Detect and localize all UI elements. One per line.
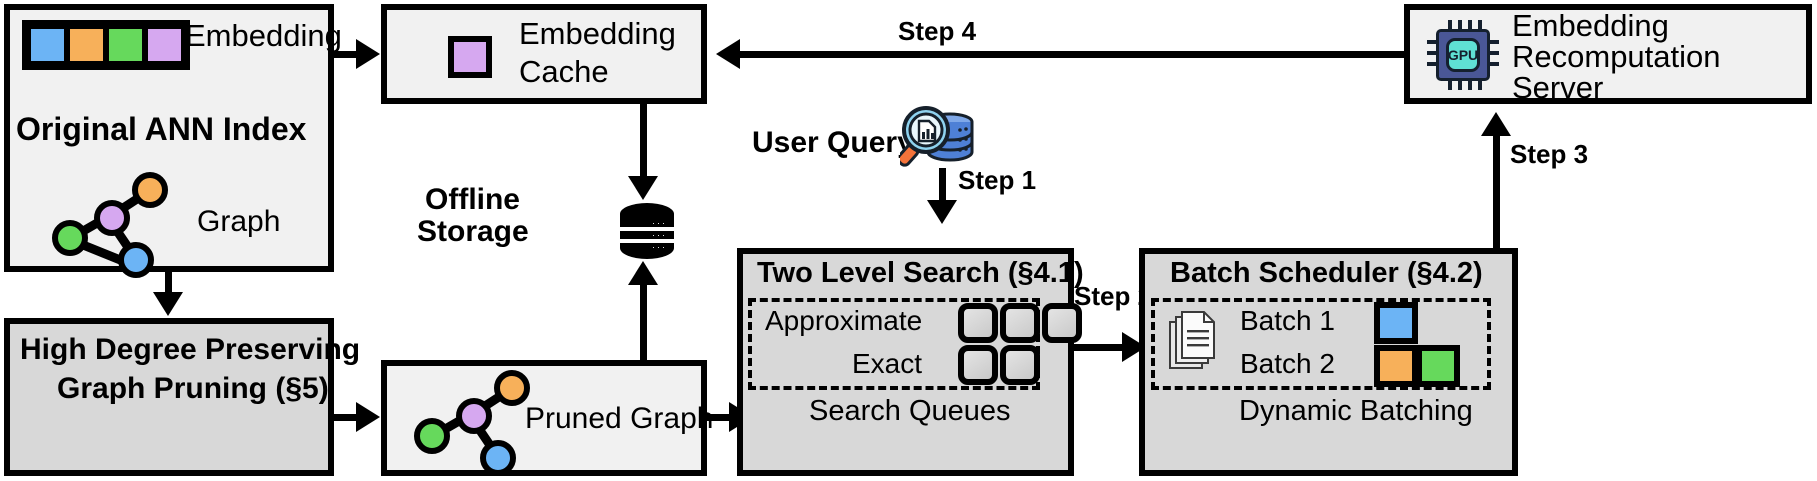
db-ring: [620, 227, 674, 231]
db-ring: [620, 239, 674, 243]
dynamic-batching-group: [1151, 298, 1491, 390]
approximate-queue-slot[interactable]: [1000, 303, 1040, 343]
connector-cache-to-storage: [640, 104, 647, 186]
db-dots: ···: [652, 230, 667, 240]
arrowhead-step1: [927, 200, 957, 224]
embedding-cache-title-line2: Cache: [519, 54, 609, 89]
recomputation-server-line2: Recomputation: [1512, 39, 1721, 74]
gpu-pin: [1478, 79, 1482, 90]
arrowhead-step4: [716, 39, 740, 69]
embedding-swatch-blue: [28, 26, 67, 64]
approximate-queue-slot[interactable]: [1042, 303, 1082, 343]
step3-label: Step 3: [1510, 139, 1589, 169]
embedding-cache-swatch: [448, 36, 492, 78]
arrowhead-index-to-pruning: [153, 292, 183, 316]
gpu-core-label: GPU: [1446, 38, 1480, 72]
batch-2-label: Batch 2: [1240, 348, 1335, 379]
graph-node-blue: [118, 242, 154, 278]
embedding-cache-box: [381, 4, 707, 104]
original-ann-index-title: Original ANN Index: [16, 111, 307, 147]
search-queues-group: [748, 298, 1040, 390]
dynamic-batching-caption: Dynamic Batching: [1239, 395, 1473, 427]
pruned-graph-label: Pruned Graph: [525, 402, 714, 435]
user-query-label: User Query: [752, 126, 914, 159]
query-icon-svg: [896, 106, 974, 167]
offline-storage-line2: Storage: [417, 215, 529, 248]
offline-storage-line1: Offline: [425, 183, 520, 216]
connector-prunedgraph-to-search: [707, 414, 737, 421]
gpu-pin: [1458, 79, 1462, 90]
connector-step1: [939, 168, 946, 210]
connector-pruning-to-prunedgraph: [334, 414, 364, 421]
gpu-pin: [1427, 51, 1438, 55]
recomputation-server-line3: Server: [1512, 70, 1604, 105]
graph-pruning-box: [4, 318, 334, 476]
connector-step2: [1074, 344, 1130, 351]
graph-pruning-line2: Graph Pruning (§5): [57, 372, 329, 405]
original-index-graph: [44, 170, 179, 278]
graph-node-purple: [94, 200, 130, 236]
exact-queue-slot[interactable]: [958, 345, 998, 385]
two-level-search-title: Two Level Search (§4.1): [757, 257, 1084, 289]
approximate-queue-slot[interactable]: [958, 303, 998, 343]
connector-step4: [740, 51, 1408, 58]
graph-node-purple: [456, 398, 492, 434]
connector-prunedgraph-to-storage: [640, 285, 647, 360]
connector-index-to-cache: [334, 51, 364, 58]
search-queues-caption: Search Queues: [809, 395, 1011, 427]
gpu-pin: [1448, 20, 1452, 31]
graph-label: Graph: [197, 205, 281, 238]
batch-1-swatch-blue: [1374, 302, 1418, 344]
db-dots: ···: [652, 218, 667, 228]
batch-2-swatch-green: [1416, 345, 1460, 387]
gpu-pin: [1448, 79, 1452, 90]
recomputation-server-line1: Embedding: [1512, 8, 1669, 43]
step4-label: Step 4: [898, 16, 977, 46]
gpu-pin: [1427, 62, 1438, 66]
embedding-swatch-purple: [145, 26, 184, 64]
recomputation-server-box: [1404, 4, 1812, 104]
gpu-pin: [1488, 62, 1499, 66]
batch-2-swatch-orange: [1374, 345, 1418, 387]
arrowhead-step3: [1481, 112, 1511, 136]
pruned-graph-widget: [406, 368, 541, 476]
embedding-swatch-green: [106, 26, 145, 64]
arrowhead-pruning-to-prunedgraph: [356, 402, 380, 432]
graph-node-green: [52, 220, 88, 256]
graph-node-orange: [494, 370, 530, 406]
arrowhead-cache-to-storage: [628, 176, 658, 200]
database-icon: ··· ··· ···: [620, 203, 674, 259]
connector-step3: [1493, 136, 1500, 248]
graph-node-blue: [480, 440, 516, 476]
graph-node-orange: [132, 172, 168, 208]
step1-label: Step 1: [958, 165, 1037, 195]
graph-pruning-line1: High Degree Preserving: [20, 333, 361, 366]
gpu-pin: [1468, 79, 1472, 90]
embedding-swatch-strip: [22, 20, 190, 70]
gpu-pin: [1427, 40, 1438, 44]
batch-1-label: Batch 1: [1240, 305, 1335, 336]
gpu-pin: [1478, 20, 1482, 31]
embedding-swatch-orange: [67, 26, 106, 64]
db-dots: ···: [652, 242, 667, 252]
embedding-cache-title-line1: Embedding: [519, 16, 676, 51]
connector-index-to-pruning: [165, 272, 172, 298]
documents-icon: [1166, 310, 1218, 374]
gpu-pin: [1468, 20, 1472, 31]
graph-node-green: [414, 418, 450, 454]
gpu-pin: [1488, 40, 1499, 44]
exact-row-label: Exact: [852, 348, 923, 379]
gpu-pin: [1488, 51, 1499, 55]
arrowhead-prunedgraph-to-storage: [628, 261, 658, 285]
embedding-label: Embedding: [185, 18, 342, 53]
documents-icon-svg: [1169, 311, 1215, 369]
gpu-chip-icon: GPU: [1427, 20, 1499, 90]
query-search-database-icon: [896, 100, 978, 172]
arrowhead-index-to-cache: [356, 39, 380, 69]
approximate-row-label: Approximate: [765, 305, 923, 336]
two-level-search-box: [737, 248, 1074, 476]
gpu-pin: [1458, 20, 1462, 31]
exact-queue-slot[interactable]: [1000, 345, 1040, 385]
batch-scheduler-title: Batch Scheduler (§4.2): [1170, 257, 1483, 289]
